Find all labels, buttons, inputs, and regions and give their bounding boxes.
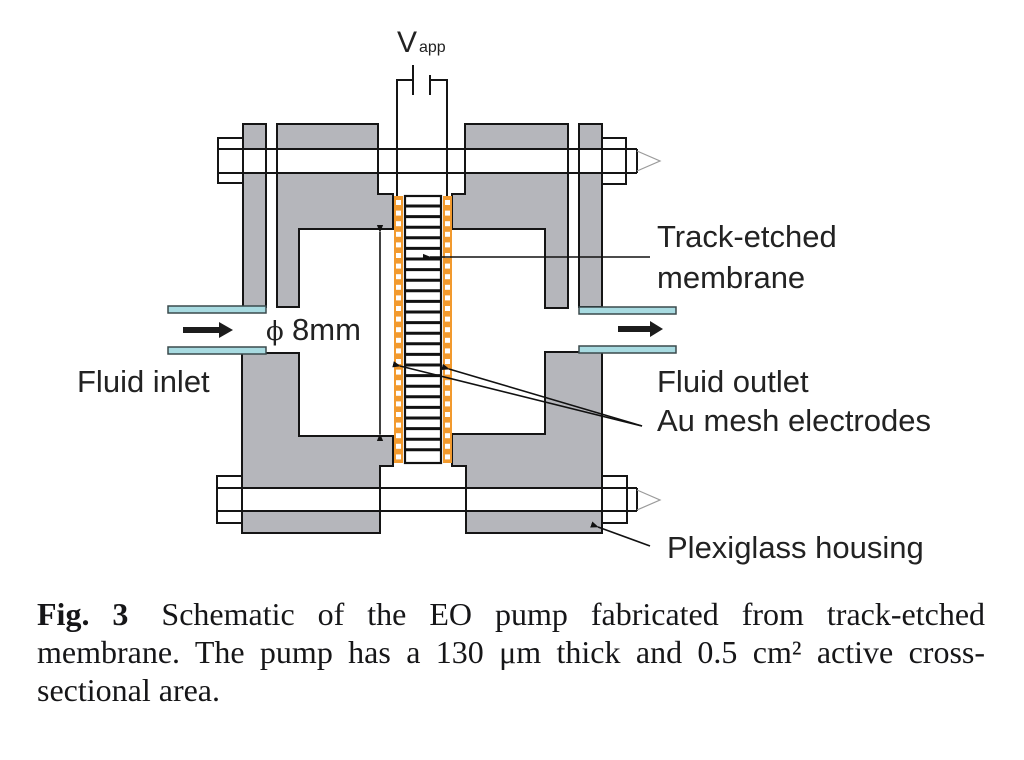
tubing	[167, 305, 677, 355]
caption-line-3: sectional area.	[37, 672, 220, 708]
leader-electrode-left	[392, 361, 643, 427]
electrode-mesh-dot	[396, 316, 401, 322]
electrode-mesh-dot	[396, 433, 401, 439]
electrode-mesh-dot	[445, 369, 450, 375]
electrode-mesh-dot	[396, 284, 401, 290]
label-fluid-inlet: Fluid inlet	[77, 364, 210, 399]
electrode-mesh-dot	[396, 359, 401, 364]
electrode-mesh-dot	[396, 337, 401, 343]
electrode-mesh-dot	[396, 200, 401, 205]
electrode-mesh-dot	[445, 295, 450, 301]
label-fluid-outlet: Fluid outlet	[657, 364, 809, 399]
leader-housing	[590, 521, 651, 547]
electrode-mesh-dot	[445, 274, 450, 280]
electrode-mesh-dot	[445, 401, 450, 407]
caption-text: Schematic of the EO pump fabricated from…	[161, 596, 986, 632]
wire-right	[430, 79, 448, 196]
electrode-mesh-dot	[396, 221, 401, 227]
label-plexiglass-housing: Plexiglass housing	[667, 530, 924, 565]
electrode-mesh-dot	[445, 380, 450, 386]
leader-lines	[392, 253, 651, 547]
bolt-nut-left	[217, 137, 244, 184]
electrode-mesh-dot	[445, 316, 450, 322]
electrode-mesh-dot	[445, 306, 450, 311]
electrode-mesh-dot	[396, 454, 401, 460]
bolt-tip-icon	[636, 150, 662, 172]
electrode-mesh-dot	[445, 242, 450, 248]
electrode-mesh-dot	[445, 253, 450, 258]
electrode-mesh-dot	[396, 327, 401, 333]
electrode-mesh-dot	[396, 390, 401, 396]
leader-electrode-right	[441, 363, 643, 427]
electrode-mesh-dot	[396, 412, 401, 417]
bolt-nut-right	[601, 137, 627, 185]
top-bolt-shaft	[218, 150, 637, 172]
inlet-tube-bottom	[167, 346, 267, 355]
electrode-mesh-dot	[396, 210, 401, 216]
label-membrane: membrane	[657, 260, 805, 295]
caption-line-2: membrane. The pump has a 130 μm thick an…	[37, 634, 985, 670]
electrode-mesh-dot	[445, 454, 450, 460]
electrode-mesh-dot	[445, 263, 450, 269]
bolt-nut-left	[216, 475, 243, 524]
electrode-mesh-dot	[445, 348, 450, 354]
label-au-mesh-electrodes: Au mesh electrodes	[657, 403, 931, 438]
electrode-mesh-dot	[396, 369, 401, 375]
outlet-flow-arrow-icon	[618, 321, 663, 337]
electrode-mesh-dot	[396, 443, 401, 449]
electrode-mesh-dot	[396, 274, 401, 280]
label-track-etched: Track-etched	[657, 219, 837, 254]
track-etched-membrane	[403, 194, 443, 465]
electrode-mesh-dot	[445, 221, 450, 227]
bolt-tip-icon	[636, 489, 662, 511]
electrode-mesh-dots	[396, 200, 450, 460]
electrode-mesh-dot	[445, 337, 450, 343]
inlet-flow-arrow-icon	[183, 322, 233, 338]
electrode-mesh-dot	[396, 263, 401, 269]
voltage-source	[396, 65, 448, 196]
diameter-symbol: ϕ	[266, 317, 284, 347]
electrode-mesh-dot	[445, 200, 450, 205]
electrode-mesh-dot	[445, 433, 450, 439]
voltage-symbol: V	[397, 26, 417, 59]
electrode-mesh-dot	[445, 422, 450, 428]
electrode-mesh-dot	[445, 412, 450, 417]
eo-pump-schematic: V app Track-etched membrane	[77, 26, 931, 565]
electrode-mesh-dot	[445, 327, 450, 333]
inlet-tube-top	[167, 305, 267, 314]
electrode-mesh-dot	[396, 422, 401, 428]
electrode-mesh-dot	[445, 284, 450, 290]
electrode-mesh-dot	[445, 359, 450, 364]
electrode-mesh-dot	[396, 253, 401, 258]
voltage-subscript: app	[419, 39, 446, 56]
outlet-tube-top	[578, 306, 677, 315]
membrane-pores	[405, 204, 441, 452]
bottom-bolt-shaft	[218, 489, 637, 510]
electrode-mesh-dot	[445, 443, 450, 449]
bottom-bolt	[216, 475, 662, 524]
bolt-nut-right	[601, 475, 628, 524]
outlet-tube-bottom	[578, 345, 677, 354]
electrode-mesh-dot	[445, 210, 450, 216]
electrode-mesh-dot	[396, 242, 401, 248]
electrode-mesh-dot	[396, 231, 401, 237]
electrode-mesh-dot	[396, 295, 401, 301]
diameter-value: 8mm	[292, 312, 361, 347]
electrode-mesh-dot	[396, 380, 401, 386]
top-bolt	[217, 137, 662, 185]
electrode-mesh-dot	[396, 306, 401, 311]
electrode-mesh-dot	[396, 348, 401, 354]
caption-figure-label: Fig. 3	[37, 596, 129, 632]
wire-left	[396, 79, 413, 196]
electrode-mesh-dot	[445, 231, 450, 237]
electrode-mesh-dot	[445, 390, 450, 396]
electrode-mesh-dot	[396, 401, 401, 407]
caption-line-1: Fig. 3 Schematic of the EO pump fabricat…	[37, 595, 985, 633]
